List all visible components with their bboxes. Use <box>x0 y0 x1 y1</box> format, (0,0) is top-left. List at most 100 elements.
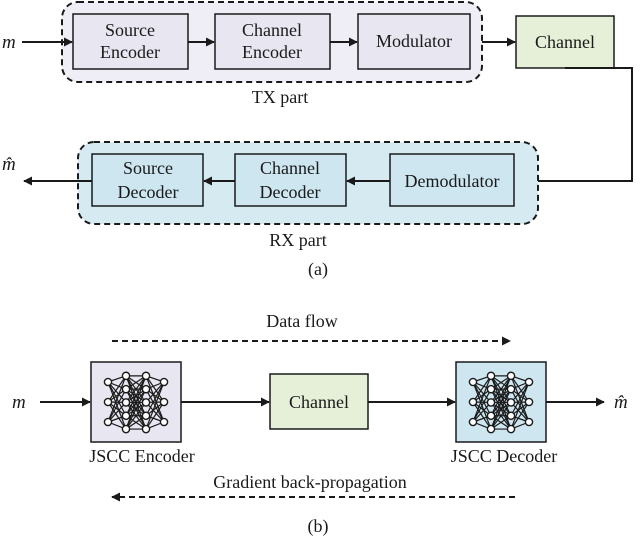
nn-edge <box>125 388 147 430</box>
caption-a: (a) <box>308 259 328 280</box>
nn-node <box>141 424 151 434</box>
nn-edge <box>145 375 165 403</box>
nn-node <box>103 397 113 407</box>
nn-edge <box>510 381 530 417</box>
modulator-label: Modulator <box>376 31 452 51</box>
data-flow-label: Data flow <box>266 311 337 331</box>
demodulator-label: Demodulator <box>405 171 500 191</box>
rx-part-label: RX part <box>269 230 327 250</box>
channel-box-a <box>515 15 615 69</box>
jscc-encoder-label: JSCC Encoder <box>89 446 195 466</box>
nn-edge <box>472 388 492 423</box>
channel-decoder-label-2: Decoder <box>260 182 321 202</box>
nn-edge <box>145 401 165 430</box>
nn-edge <box>125 375 147 417</box>
nn-edge <box>510 402 530 423</box>
jscc-decoder-label: JSCC Decoder <box>451 446 558 466</box>
nn-node <box>468 377 478 387</box>
nn-node <box>468 397 478 407</box>
nn-node <box>486 371 496 381</box>
nn-node <box>524 397 534 407</box>
nn-node <box>506 384 516 394</box>
nn-node <box>486 411 496 421</box>
nn-edge <box>145 381 165 430</box>
nn-node <box>103 377 113 387</box>
channel-label-b: Channel <box>289 392 349 412</box>
nn-edge <box>490 402 512 430</box>
channel-return-path <box>514 67 633 186</box>
part-a: m Source Encoder Channel Encoder Modulat… <box>2 1 633 280</box>
nn-node <box>524 377 534 387</box>
nn-edge <box>490 375 512 403</box>
channel-label-a: Channel <box>535 32 595 52</box>
nn-edge <box>107 388 127 423</box>
nn-node <box>121 384 131 394</box>
nn-edge <box>510 375 530 403</box>
jscc-encoder-block <box>90 361 182 443</box>
output-symbol-b: m̂ <box>614 392 628 413</box>
gradient-label: Gradient back-propagation <box>213 472 406 492</box>
jscc-decoder-block <box>455 361 547 443</box>
caption-b: (b) <box>308 516 329 537</box>
nn-edge <box>472 401 492 430</box>
nn-node <box>486 398 496 407</box>
nn-edge <box>107 375 127 403</box>
nn-edge <box>107 381 127 403</box>
nn-edge <box>145 381 165 417</box>
channel-decoder-label-1: Channel <box>260 158 320 178</box>
nn-edge <box>490 375 512 430</box>
nn-edge <box>145 402 165 423</box>
source-encoder-label-2: Encoder <box>100 42 160 62</box>
nn-edge <box>107 402 127 423</box>
nn-node <box>141 398 151 407</box>
part-b: Data flow m JSCC Encoder Channel JSCC De… <box>12 311 628 537</box>
source-encoder-box <box>72 13 189 70</box>
nn-node <box>103 417 113 427</box>
nn-edge <box>125 375 147 430</box>
channel-encoder-label-2: Encoder <box>242 42 302 62</box>
neural-network-icon <box>468 371 534 434</box>
nn-node <box>486 384 496 394</box>
nn-edge <box>472 402 492 423</box>
nn-edge <box>472 381 492 403</box>
nn-node <box>468 417 478 427</box>
nn-node <box>141 384 151 394</box>
nn-edge <box>125 402 147 430</box>
nn-edge <box>490 388 512 430</box>
channel-decoder-box <box>234 153 347 207</box>
input-symbol-a: m <box>2 32 16 53</box>
source-decoder-label-2: Decoder <box>118 182 179 202</box>
nn-edge <box>472 375 492 403</box>
modulator-box <box>357 13 471 70</box>
nn-node <box>506 398 516 407</box>
nn-edge <box>107 401 127 430</box>
nn-edge <box>125 375 147 403</box>
source-encoder-label-1: Source <box>105 20 155 40</box>
nn-node <box>159 397 169 407</box>
nn-edge <box>490 375 512 417</box>
nn-node <box>524 417 534 427</box>
channel-encoder-box <box>214 13 331 70</box>
nn-node <box>506 411 516 421</box>
input-symbol-b: m <box>12 392 26 413</box>
nn-node <box>121 398 131 407</box>
nn-edge <box>472 375 492 423</box>
nn-edge <box>510 381 530 430</box>
nn-node <box>486 424 496 434</box>
nn-edge <box>107 375 127 423</box>
nn-node <box>506 371 516 381</box>
nn-node <box>159 377 169 387</box>
nn-node <box>141 371 151 381</box>
tx-part-label: TX part <box>252 87 308 107</box>
nn-edge <box>145 381 165 403</box>
nn-edge <box>510 401 530 430</box>
nn-edge <box>510 381 530 403</box>
nn-node <box>121 371 131 381</box>
nn-node <box>159 417 169 427</box>
nn-node <box>121 424 131 434</box>
output-symbol-a: m̂ <box>2 154 16 175</box>
source-decoder-label-1: Source <box>123 158 173 178</box>
nn-node <box>141 411 151 421</box>
neural-network-icon <box>103 371 169 434</box>
